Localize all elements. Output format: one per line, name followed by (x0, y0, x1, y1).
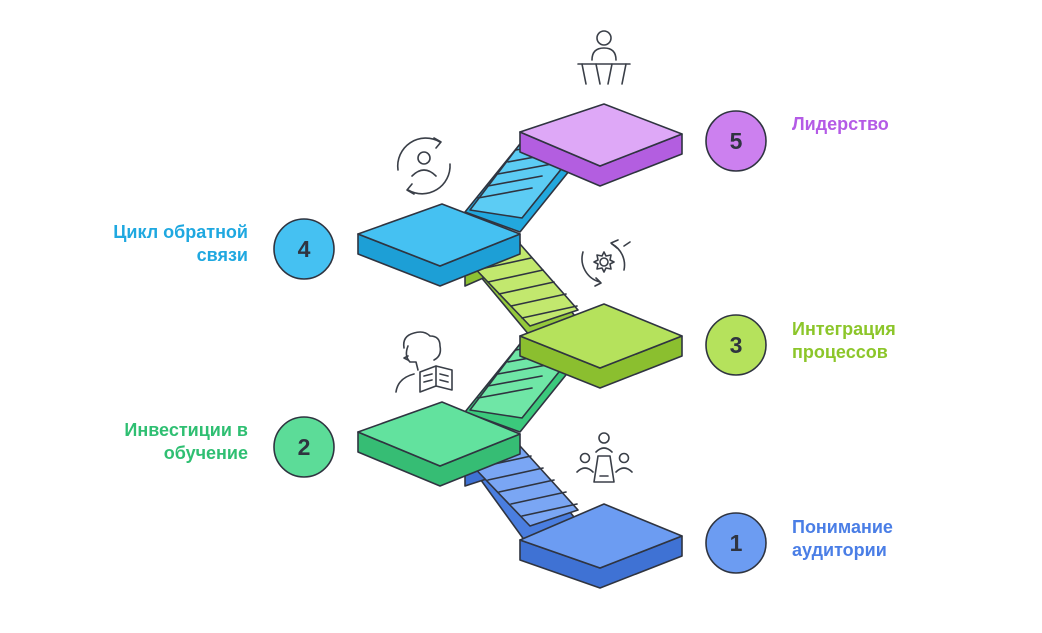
step-label-2-line-2: обучение (163, 443, 248, 463)
step-label-4-line-1: Цикл обратной (113, 222, 248, 242)
platform-3 (519, 303, 683, 389)
step-label-1-line-2: аудитории (792, 540, 887, 560)
person-cycle-icon (396, 137, 451, 195)
platform-4 (357, 203, 521, 287)
platform-2 (357, 401, 521, 487)
reader-book-icon (395, 331, 453, 393)
step-label-2: Инвестиции в обучение (124, 419, 248, 465)
step-label-3-line-1: Интеграция (792, 319, 896, 339)
step-label-2-line-1: Инвестиции в (124, 420, 248, 440)
step-number-badge-2: 2 (273, 416, 335, 478)
step-number-badge-5: 5 (705, 110, 767, 172)
step-number-badge-1: 1 (705, 512, 767, 574)
step-number-1: 1 (730, 530, 743, 556)
step-number-3: 3 (730, 332, 743, 358)
step-number-4: 4 (298, 236, 311, 262)
speaker-podium-icon (577, 30, 631, 85)
step-label-1: Понимание аудитории (792, 516, 893, 562)
gear-cycle-icon (581, 239, 631, 287)
platform-1 (519, 503, 683, 589)
step-label-5: Лидерство (792, 113, 889, 136)
step-number-2: 2 (298, 434, 311, 460)
step-label-3: Интеграция процессов (792, 318, 896, 364)
step-label-4: Цикл обратной связи (113, 221, 248, 267)
step-label-1-line-1: Понимание (792, 517, 893, 537)
meeting-table-icon (576, 432, 633, 483)
step-number-badge-3: 3 (705, 314, 767, 376)
platform-5 (519, 103, 683, 187)
step-label-5-line-1: Лидерство (792, 114, 889, 134)
step-label-4-line-2: связи (196, 245, 248, 265)
step-number-5: 5 (730, 128, 743, 154)
step-label-3-line-2: процессов (792, 342, 888, 362)
step-number-badge-4: 4 (273, 218, 335, 280)
